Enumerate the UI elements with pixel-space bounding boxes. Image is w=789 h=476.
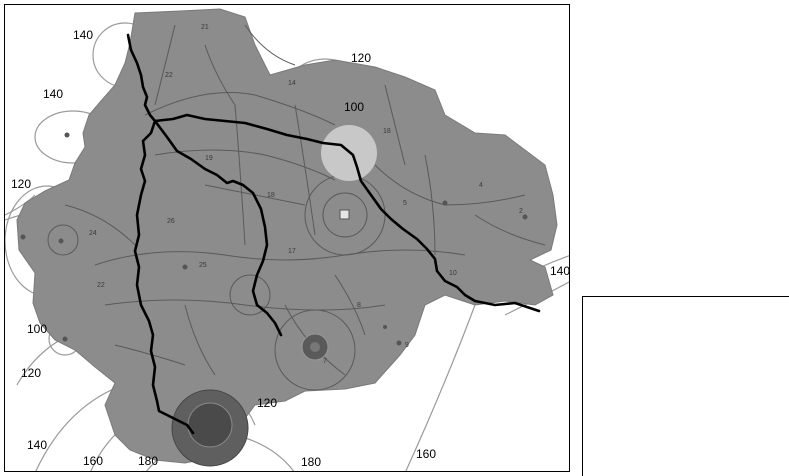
- contour-label: 160: [83, 454, 104, 468]
- river-main-north: [126, 33, 157, 123]
- basin-outline: [16, 8, 558, 464]
- contour-label: 120: [11, 177, 32, 191]
- zone-number: 8: [357, 302, 361, 309]
- inset-box: [582, 296, 789, 476]
- contour-label: 100: [344, 100, 365, 114]
- isoline-mid-2: [5, 194, 36, 216]
- station-dot: [62, 336, 68, 342]
- river-east-branch: [153, 113, 541, 313]
- river-west-branch: [133, 119, 195, 435]
- station-center-marker: [339, 209, 350, 220]
- zone-number: 14: [288, 80, 296, 87]
- contour-label: 120: [351, 51, 372, 65]
- zone-number: 18: [383, 128, 391, 135]
- station-dot: [383, 325, 387, 329]
- zone-number: 26: [167, 218, 175, 225]
- zone-number: 10: [449, 270, 457, 277]
- station-dot: [442, 200, 448, 206]
- contour-label: 120: [257, 396, 278, 410]
- contour-label: 120: [21, 366, 42, 380]
- station-dot: [64, 132, 70, 138]
- basin-map: 21 22 14 18 19 18 4 5 2 26 24 17 25 22 8…: [5, 8, 569, 471]
- rivers: [126, 33, 541, 435]
- zone-number: 22: [165, 72, 173, 79]
- high-center-south-inner: [187, 402, 233, 448]
- contour-label: 140: [550, 264, 570, 278]
- high-center-mid-inner: [310, 342, 320, 352]
- contour-label: 140: [43, 87, 64, 101]
- contour-label: 140: [27, 438, 48, 452]
- station-dot: [522, 214, 528, 220]
- zone-number: 21: [201, 24, 209, 31]
- zone-number: 17: [288, 248, 296, 255]
- zone-number: 9: [405, 342, 409, 349]
- zone-number: 19: [205, 155, 213, 162]
- contour-label: 160: [416, 447, 437, 461]
- station-dot: [58, 238, 64, 244]
- station-dot: [182, 264, 188, 270]
- zone-number: 22: [97, 282, 105, 289]
- contour-label: 140: [73, 28, 94, 42]
- zone-number: 4: [479, 182, 483, 189]
- river-middle-branch: [153, 119, 283, 337]
- station-dot: [20, 234, 26, 240]
- zone-number: 25: [199, 262, 207, 269]
- map-frame: 21 22 14 18 19 18 4 5 2 26 24 17 25 22 8…: [4, 4, 570, 472]
- contour-label: 180: [138, 454, 159, 468]
- zone-number: 2: [519, 208, 523, 215]
- station-dot: [396, 340, 402, 346]
- zone-numbers: 21 22 14 18 19 18 4 5 2 26 24 17 25 22 8…: [89, 24, 523, 365]
- stations: [20, 132, 528, 346]
- zone-number: 18: [267, 192, 275, 199]
- contour-label: 180: [301, 455, 322, 469]
- zone-number: 5: [403, 200, 407, 207]
- zone-number: 24: [89, 230, 97, 237]
- zone-number: 7: [323, 358, 327, 365]
- contour-label: 100: [27, 322, 48, 336]
